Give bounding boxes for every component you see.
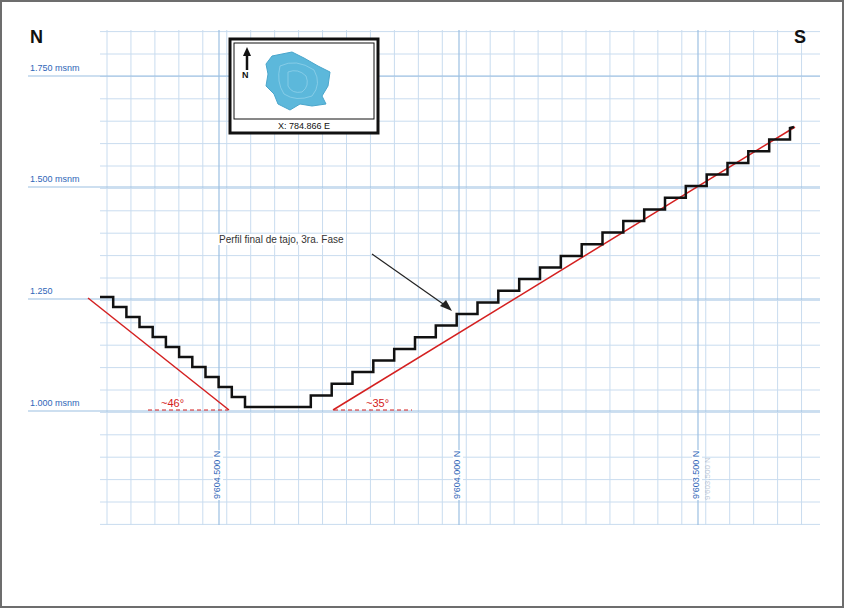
grid-line	[100, 412, 820, 413]
northing-label: 9'604.500 N	[213, 450, 223, 500]
compass-letter: S	[794, 28, 806, 48]
pit-contour	[279, 63, 318, 99]
grid	[100, 30, 820, 525]
northing-label: 9'604.000 N	[453, 450, 463, 500]
grid-line	[100, 54, 820, 55]
leader-line	[372, 254, 446, 306]
grid-line	[100, 502, 820, 503]
pit-profile	[100, 127, 794, 407]
pit-contour	[288, 71, 307, 93]
grid-line	[100, 255, 820, 256]
grid-line	[100, 121, 820, 122]
elevation-label: 1.000 msnm	[30, 399, 80, 409]
northing-label: 9'603.500 N	[692, 450, 702, 500]
elevation-label: 1.500 msnm	[30, 175, 80, 185]
grid-line	[100, 300, 820, 301]
major-grid-line	[28, 410, 820, 411]
slope-line	[88, 298, 229, 410]
grid-line	[100, 233, 820, 234]
reference-line	[334, 410, 412, 411]
grid-line	[100, 390, 820, 391]
grid-line	[100, 210, 820, 211]
angle-label: ~46°	[160, 397, 185, 409]
north-arrow	[243, 47, 251, 56]
north-letter: N	[242, 71, 249, 81]
major-grid	[28, 30, 820, 525]
major-grid-line	[28, 75, 820, 76]
elevation-label: 1.750 msnm	[30, 64, 80, 74]
grid-line	[100, 31, 820, 32]
angle-label: ~35°	[365, 397, 390, 409]
grid-line	[100, 434, 820, 435]
inset-coordinate: X: 784.866 E	[278, 122, 330, 132]
grid-line	[100, 524, 820, 525]
grid-line	[100, 143, 820, 144]
elevation-label: 1.250	[30, 287, 53, 297]
pit-plan	[266, 52, 330, 110]
inset-frame	[230, 39, 378, 133]
grid-line	[100, 322, 820, 323]
grid-line	[100, 188, 820, 189]
slope-line	[333, 127, 795, 410]
reference-line	[148, 410, 228, 411]
grid-line	[100, 166, 820, 167]
major-grid-line	[28, 298, 820, 299]
north-arrow	[246, 54, 249, 70]
grid-line	[100, 278, 820, 279]
compass-letter: N	[30, 28, 43, 48]
arrow-head	[440, 300, 452, 311]
callout-text: Perfil final de tajo, 3ra. Fase	[218, 234, 345, 245]
grid-line	[100, 367, 820, 368]
grid-line	[100, 345, 820, 346]
northing-label: 9'603.500 N	[704, 457, 713, 500]
inset-frame	[234, 43, 374, 119]
grid-line	[100, 98, 820, 99]
